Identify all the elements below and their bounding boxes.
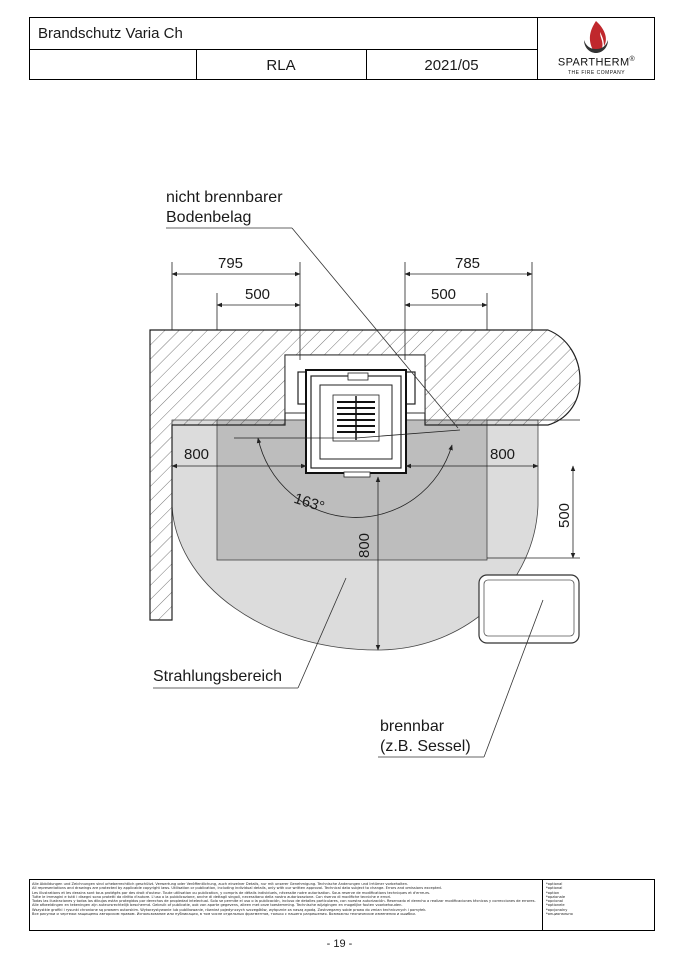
optional-note: *option	[546, 890, 560, 895]
legal-line: Todas las ilustraciones y todos los dibu…	[32, 899, 536, 904]
legal-line: Wszystkie grafiki i rysunki chronione są…	[32, 907, 427, 912]
optional-note: *optionele	[546, 903, 565, 908]
brand-tagline: THE FIRE COMPANY	[567, 70, 626, 76]
dim-left-outer: 795	[218, 255, 244, 272]
dim-side-left: 800	[184, 446, 210, 463]
legal-line: Alle Abbildungen und Zeichnungen sind ur…	[32, 882, 409, 886]
page-number: - 19 -	[326, 938, 353, 950]
optional-note: *optional	[546, 886, 563, 891]
legal-line: All representations and drawings are pro…	[32, 886, 442, 891]
flame-icon	[584, 21, 608, 53]
dim-side-right: 800	[490, 446, 516, 463]
optional-note: *optional	[546, 882, 563, 886]
title-block-divider	[366, 49, 367, 79]
legal-line: Les illustrations et les dessins sont to…	[32, 890, 431, 895]
stove	[297, 369, 416, 478]
document-title: Brandschutz Varia Ch	[38, 25, 183, 42]
title-block-row-divider	[30, 49, 537, 50]
floor-label-line2: Bodenbelag	[166, 209, 252, 226]
legal-footer: Alle Abbildungen und Zeichnungen sind ur…	[29, 879, 655, 931]
optional-note: *opcional	[546, 899, 563, 904]
brand-name: SPARTHERM®	[557, 56, 636, 69]
radiation-label: Strahlungsbereich	[153, 668, 282, 685]
dim-right-outer: 785	[455, 255, 481, 272]
document-date: 2021/05	[424, 57, 479, 74]
dim-front: 800	[356, 532, 373, 558]
footer-divider	[542, 880, 543, 930]
optional-note: *opzionale	[546, 894, 566, 899]
combustible-label-line2: (z.B. Sessel)	[380, 738, 471, 755]
optional-note: *опционально	[546, 912, 573, 917]
title-block-divider	[537, 18, 538, 79]
dim-right-vertical: 500	[556, 502, 573, 528]
title-block: Brandschutz Varia Ch RLA 2021/05 SPARTHE…	[29, 17, 655, 80]
combustible-label-line1: brennbar	[380, 718, 445, 735]
title-block-divider	[196, 49, 197, 79]
dim-right-inner: 500	[431, 286, 457, 303]
optional-note: *opcjonalny	[546, 907, 568, 912]
legal-line: Alle afbeeldingen en tekeningen zijn aut…	[32, 903, 403, 908]
dim-left-inner: 500	[245, 286, 271, 303]
legal-notice: Alle Abbildungen und Zeichnungen sind ur…	[32, 882, 540, 916]
document-code: RLA	[266, 57, 296, 74]
legal-line: Все рисунки и чертежи защищены авторским…	[32, 912, 417, 917]
brand-logo: SPARTHERM® THE FIRE COMPANY	[538, 18, 655, 80]
armchair	[478, 574, 580, 644]
floor-label-line1: nicht brennbarer	[166, 189, 283, 206]
optional-notes: *optional *optional *option *opzionale *…	[546, 882, 652, 916]
legal-line: Tutte le immagini e tutti i disegni sono…	[32, 894, 392, 899]
